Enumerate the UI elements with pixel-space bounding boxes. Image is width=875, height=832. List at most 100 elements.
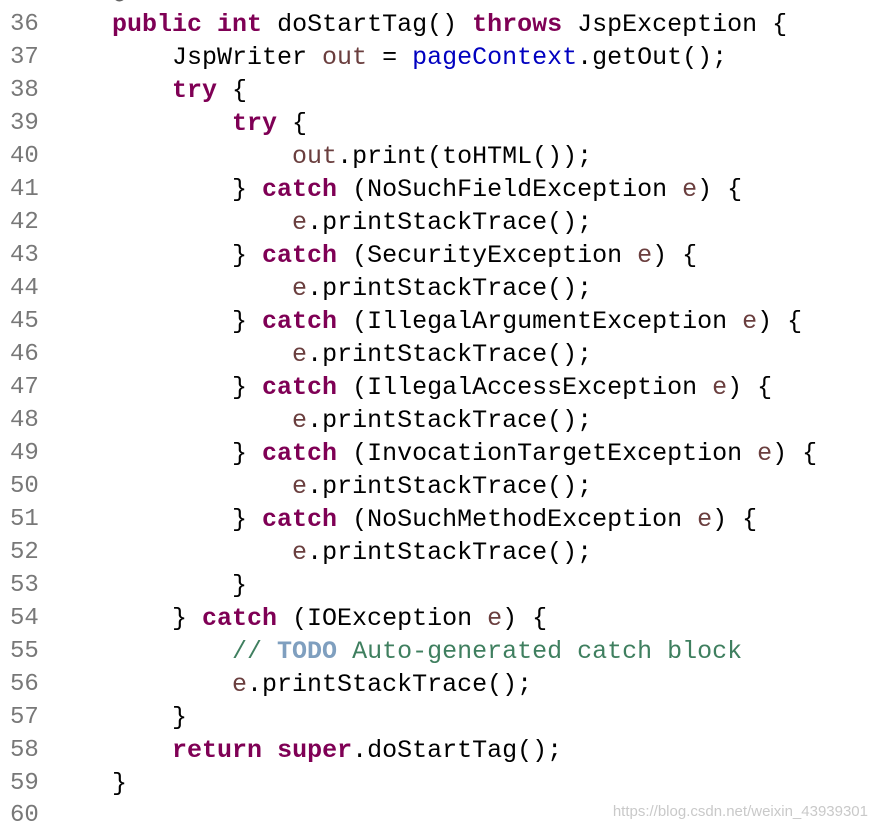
code-line-text[interactable]: } — [52, 569, 247, 602]
code-line[interactable]: 58 return super.doStartTag(); — [0, 734, 875, 767]
code-line[interactable]: 40 out.print(toHTML()); — [0, 140, 875, 173]
code-line[interactable]: 44 e.printStackTrace(); — [0, 272, 875, 305]
line-number: 57 — [10, 704, 39, 731]
code-text-token — [52, 406, 292, 435]
code-line[interactable]: 47 } catch (IllegalAccessException e) { — [0, 371, 875, 404]
code-line[interactable]: 59 } — [0, 767, 875, 800]
code-line-text[interactable]: public int doStartTag() throws JspExcept… — [52, 8, 787, 41]
local-variable-token: e — [292, 406, 308, 435]
code-line-text[interactable]: } catch (IOException e) { — [52, 602, 547, 635]
code-line[interactable]: 38 try { — [0, 74, 875, 107]
line-number: 58 — [10, 737, 39, 764]
code-text-token: (SecurityException — [337, 241, 638, 270]
code-line[interactable]: 48 e.printStackTrace(); — [0, 404, 875, 437]
local-variable-token: e — [292, 274, 308, 303]
code-text-token: doStartTag() — [262, 10, 473, 39]
code-line[interactable]: 50 e.printStackTrace(); — [0, 470, 875, 503]
code-text-token: .printStackTrace(); — [247, 670, 533, 699]
code-text-token: } — [52, 373, 263, 402]
code-line[interactable]: 43 } catch (SecurityException e) { — [0, 239, 875, 272]
local-variable-token: e — [292, 472, 308, 501]
keyword-token: public — [112, 10, 203, 39]
code-line[interactable]: 55 // TODO Auto-generated catch block — [0, 635, 875, 668]
code-line[interactable]: 36 public int doStartTag() throws JspExc… — [0, 8, 875, 41]
local-variable-token: e — [697, 505, 713, 534]
code-line-text[interactable]: @Override — [52, 0, 247, 8]
code-line-text[interactable]: } — [52, 767, 127, 800]
line-number: 51 — [10, 506, 39, 533]
code-line-text[interactable]: } catch (SecurityException e) { — [52, 239, 697, 272]
local-variable-token: e — [232, 670, 248, 699]
code-line-text[interactable]: e.printStackTrace(); — [52, 536, 592, 569]
code-line[interactable]: 42 e.printStackTrace(); — [0, 206, 875, 239]
comment-token: // — [232, 637, 278, 666]
local-variable-token: e — [682, 175, 698, 204]
code-line[interactable]: 41 } catch (NoSuchFieldException e) { — [0, 173, 875, 206]
code-text-token — [52, 472, 292, 501]
code-line-text[interactable]: e.printStackTrace(); — [52, 668, 532, 701]
code-line[interactable]: 54 } catch (IOException e) { — [0, 602, 875, 635]
line-number: 53 — [10, 572, 39, 599]
code-line-text[interactable]: } catch (IllegalArgumentException e) { — [52, 305, 802, 338]
line-number: 52 — [10, 539, 39, 566]
code-line-text[interactable]: } catch (InvocationTargetException e) { — [52, 437, 817, 470]
code-line[interactable]: 35 @Override — [0, 0, 875, 8]
keyword-token: catch — [262, 373, 338, 402]
code-line[interactable]: 53 } — [0, 569, 875, 602]
code-text-token: .doStartTag(); — [352, 736, 563, 765]
code-text-token: (IllegalArgumentException — [337, 307, 743, 336]
code-line[interactable]: 45 } catch (IllegalArgumentException e) … — [0, 305, 875, 338]
code-text-token: ) { — [652, 241, 698, 270]
code-line[interactable]: 39 try { — [0, 107, 875, 140]
line-number: 48 — [10, 407, 39, 434]
line-number: 42 — [10, 209, 39, 236]
code-line-text[interactable]: e.printStackTrace(); — [52, 470, 592, 503]
code-line-text[interactable]: try { — [52, 107, 307, 140]
code-text-token — [52, 109, 232, 138]
code-line[interactable]: 52 e.printStackTrace(); — [0, 536, 875, 569]
code-line[interactable]: 37 JspWriter out = pageContext.getOut(); — [0, 41, 875, 74]
code-line-text[interactable]: e.printStackTrace(); — [52, 338, 592, 371]
code-text-token — [52, 10, 112, 39]
code-line-text[interactable]: } catch (NoSuchMethodException e) { — [52, 503, 757, 536]
code-line[interactable]: 51 } catch (NoSuchMethodException e) { — [0, 503, 875, 536]
code-text-token: .printStackTrace(); — [307, 208, 593, 237]
code-line-text[interactable]: } — [52, 701, 187, 734]
code-line[interactable]: 49 } catch (InvocationTargetException e)… — [0, 437, 875, 470]
code-line-text[interactable]: return super.doStartTag(); — [52, 734, 562, 767]
line-number: 39 — [10, 110, 39, 137]
watermark-text: https://blog.csdn.net/weixin_43939301 — [612, 803, 868, 820]
code-text-token: } — [52, 505, 263, 534]
code-line[interactable]: 46 e.printStackTrace(); — [0, 338, 875, 371]
code-text-token: (IllegalAccessException — [337, 373, 713, 402]
code-line-text[interactable]: JspWriter out = pageContext.getOut(); — [52, 41, 727, 74]
code-text-token: (InvocationTargetException — [337, 439, 758, 468]
code-line-text[interactable]: // TODO Auto-generated catch block — [52, 635, 742, 668]
code-line-text[interactable]: try { — [52, 74, 247, 107]
code-text-token: { — [277, 109, 308, 138]
code-line[interactable]: 57 } — [0, 701, 875, 734]
keyword-token: catch — [262, 439, 338, 468]
code-text-token: } — [52, 439, 263, 468]
code-line-text[interactable]: } catch (NoSuchFieldException e) { — [52, 173, 742, 206]
code-text-token — [52, 208, 292, 237]
code-text-token: .getOut(); — [577, 43, 728, 72]
local-variable-token: e — [292, 538, 308, 567]
line-number: 44 — [10, 275, 39, 302]
keyword-token: super — [277, 736, 353, 765]
code-line[interactable]: 56 e.printStackTrace(); — [0, 668, 875, 701]
line-number: 37 — [10, 44, 39, 71]
code-line-text[interactable]: e.printStackTrace(); — [52, 206, 592, 239]
keyword-token: catch — [202, 604, 278, 633]
code-line-text[interactable]: e.printStackTrace(); — [52, 272, 592, 305]
keyword-token: throws — [472, 10, 563, 39]
code-line[interactable]: 60 — [0, 800, 875, 832]
line-number: 46 — [10, 341, 39, 368]
code-line-text[interactable]: } catch (IllegalAccessException e) { — [52, 371, 772, 404]
code-text-token: (IOException — [277, 604, 488, 633]
code-line-text[interactable]: out.print(toHTML()); — [52, 140, 592, 173]
line-number: 47 — [10, 374, 39, 401]
code-line-text[interactable]: e.printStackTrace(); — [52, 404, 592, 437]
